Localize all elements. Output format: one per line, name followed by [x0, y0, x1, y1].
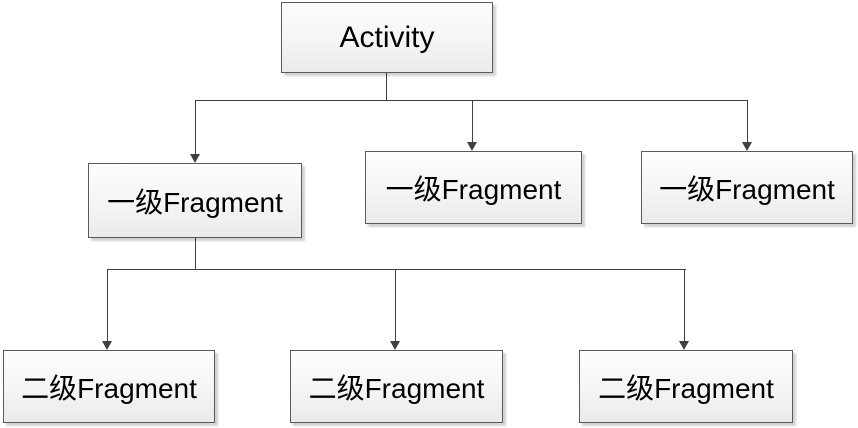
node-level2-fragment-3: 二级Fragment — [579, 350, 793, 423]
connector-level2-bus — [107, 269, 686, 271]
arrowhead-down-icon — [190, 154, 200, 163]
node-level2-fragment-3-label: 二级Fragment — [598, 372, 774, 404]
arrowhead-down-icon — [679, 341, 689, 350]
node-level1-fragment-3-label: 一级Fragment — [659, 173, 835, 205]
connector-drop-level1-b — [472, 100, 474, 143]
connector-level1-bus — [195, 100, 748, 102]
node-level1-fragment-2: 一级Fragment — [365, 151, 582, 224]
arrowhead-down-icon — [467, 142, 477, 151]
arrowhead-down-icon — [742, 142, 752, 151]
arrowhead-down-icon — [390, 341, 400, 350]
node-level1-fragment-3: 一级Fragment — [641, 151, 853, 224]
node-activity-label: Activity — [339, 20, 435, 54]
node-level2-fragment-1: 二级Fragment — [3, 350, 215, 423]
connector-drop-level2-c — [684, 269, 686, 342]
arrowhead-down-icon — [102, 341, 112, 350]
connector-activity-stem — [386, 73, 388, 100]
connector-fragment1-stem — [195, 238, 197, 270]
node-level1-fragment-1: 一级Fragment — [88, 163, 302, 238]
connector-drop-level1-a — [195, 100, 197, 155]
node-activity: Activity — [281, 2, 493, 73]
node-level1-fragment-1-label: 一级Fragment — [107, 186, 283, 218]
connector-drop-level1-c — [747, 100, 749, 143]
connector-drop-level2-a — [107, 269, 109, 342]
node-level2-fragment-2-label: 二级Fragment — [308, 372, 485, 404]
connector-drop-level2-b — [395, 269, 397, 342]
node-level1-fragment-2-label: 一级Fragment — [385, 173, 562, 205]
node-level2-fragment-1-label: 二级Fragment — [21, 372, 197, 404]
node-level2-fragment-2: 二级Fragment — [290, 350, 503, 423]
